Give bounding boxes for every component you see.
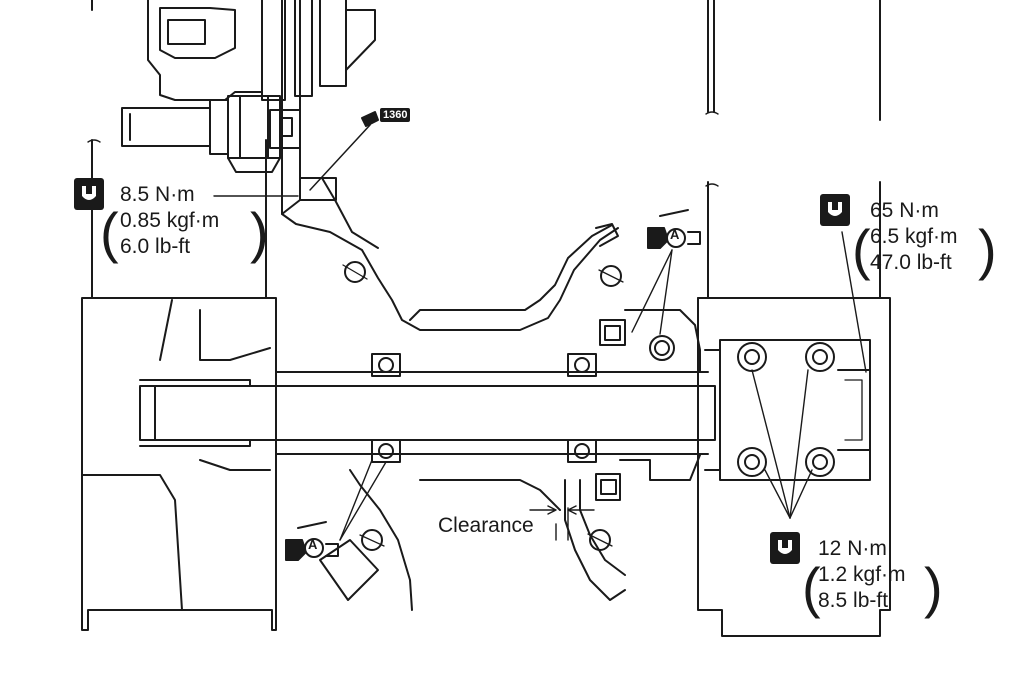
- torque-kgfm: 0.85 kgf·m: [120, 209, 220, 232]
- torque-lbft: 6.0 lb-ft: [120, 235, 191, 258]
- sealant-badge: 1360: [380, 108, 411, 122]
- bearing-right-top: [567, 353, 597, 377]
- torque-nm: 12 N·m: [818, 537, 887, 560]
- paren-open: (: [802, 556, 821, 619]
- grease-marker-label: A: [308, 537, 318, 552]
- break-marks: [87, 111, 719, 187]
- bearing-left-top: [371, 353, 401, 377]
- torque-wrench-icon: [74, 178, 104, 210]
- caliper-bolt: [121, 95, 293, 173]
- knuckle-upper: [281, 0, 624, 331]
- caliper-bracket: [147, 0, 376, 149]
- leader-lines: [213, 195, 867, 541]
- oil-seal-right: [595, 309, 701, 501]
- hub-bolts: [737, 342, 835, 477]
- torque-kgfm: 1.2 kgf·m: [818, 563, 906, 586]
- sealant-tube-icon: [309, 111, 379, 191]
- paren-open: (: [100, 201, 119, 264]
- knuckle-lower: [319, 469, 626, 611]
- clearance-label: Clearance: [438, 514, 534, 537]
- paren-close: ): [250, 201, 269, 264]
- torque-kgfm: 6.5 kgf·m: [870, 225, 958, 248]
- torque-nm: 8.5 N·m: [120, 183, 195, 206]
- torque-lbft: 8.5 lb-ft: [818, 589, 889, 612]
- torque-wrench-icon: [820, 194, 850, 226]
- hub-flange-left: [81, 0, 277, 631]
- paren-close: ): [978, 218, 997, 281]
- grease-gun-icon: [285, 521, 339, 561]
- grease-marker-label: A: [670, 227, 680, 242]
- axle-shaft: [139, 371, 716, 455]
- paren-close: ): [924, 556, 943, 619]
- torque-nm: 65 N·m: [870, 199, 939, 222]
- paren-open: (: [852, 218, 871, 281]
- torque-lbft: 47.0 lb-ft: [870, 251, 952, 274]
- torque-wrench-icon: [770, 532, 800, 564]
- bearing-left-bottom: [371, 439, 401, 463]
- bearing-right-bottom: [567, 439, 597, 463]
- hub-flange-right: [697, 0, 891, 637]
- grease-gun-icon: [647, 209, 701, 249]
